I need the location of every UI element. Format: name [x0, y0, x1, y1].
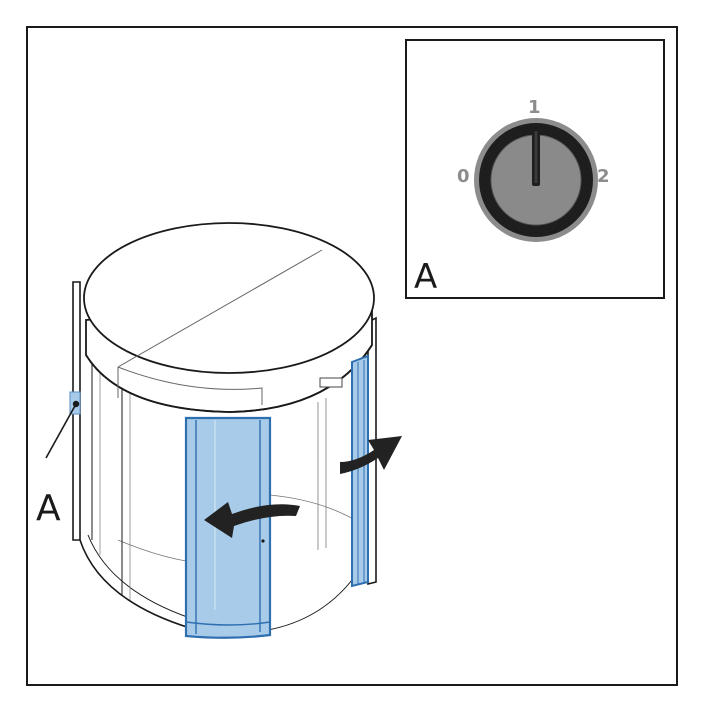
- callout-label-inset: A: [414, 257, 437, 297]
- door-enclosure: [72, 281, 377, 631]
- door-canopy: [83, 222, 375, 413]
- key-switch-location-marker: [45, 391, 81, 459]
- switch-position-1: 1: [528, 97, 541, 118]
- door-wing-right: [351, 354, 369, 588]
- rotation-arrow-right: [340, 436, 402, 474]
- rotation-arrow-left: [204, 502, 300, 538]
- callout-label-main: A: [36, 488, 61, 529]
- switch-position-0: 0: [457, 166, 470, 187]
- switch-position-2: 2: [597, 166, 610, 187]
- key-switch: [474, 118, 598, 242]
- figure-frame: [26, 26, 678, 686]
